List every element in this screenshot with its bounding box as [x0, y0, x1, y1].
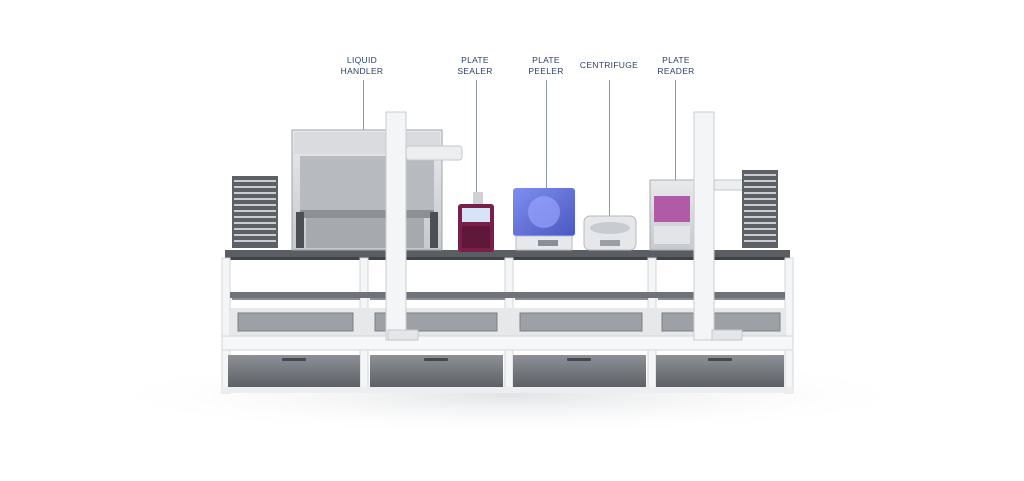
benchtop — [225, 250, 790, 258]
left-plate-hotel — [232, 176, 278, 248]
lower-trays — [237, 312, 781, 332]
plinth-top — [221, 335, 794, 351]
leader-plate-sealer — [476, 80, 477, 192]
label-plate-sealer: PLATE SEALER — [457, 55, 493, 76]
leader-liquid-handler — [363, 80, 364, 148]
centrifuge — [583, 215, 637, 251]
label-plate-reader: PLATE READER — [657, 55, 695, 76]
label-plate-peeler: PLATE PEELER — [528, 55, 564, 76]
leader-plate-reader — [675, 80, 676, 208]
leader-plate-peeler — [546, 80, 547, 188]
plate-peeler — [513, 188, 575, 251]
label-centrifuge: CENTRIFUGE — [579, 60, 639, 70]
plate-reader — [649, 179, 695, 251]
drawer-handles — [282, 358, 732, 361]
left-robot-tower — [385, 111, 463, 341]
leader-centrifuge — [609, 80, 610, 218]
middle-shelf — [230, 292, 785, 298]
middle-shelf-rails — [232, 298, 785, 300]
base-frame — [222, 387, 793, 393]
right-robot-tower — [693, 111, 749, 341]
right-plate-hotel — [742, 170, 778, 248]
label-liquid-handler: LIQUID HANDLER — [340, 55, 384, 76]
plate-sealer — [458, 192, 494, 252]
